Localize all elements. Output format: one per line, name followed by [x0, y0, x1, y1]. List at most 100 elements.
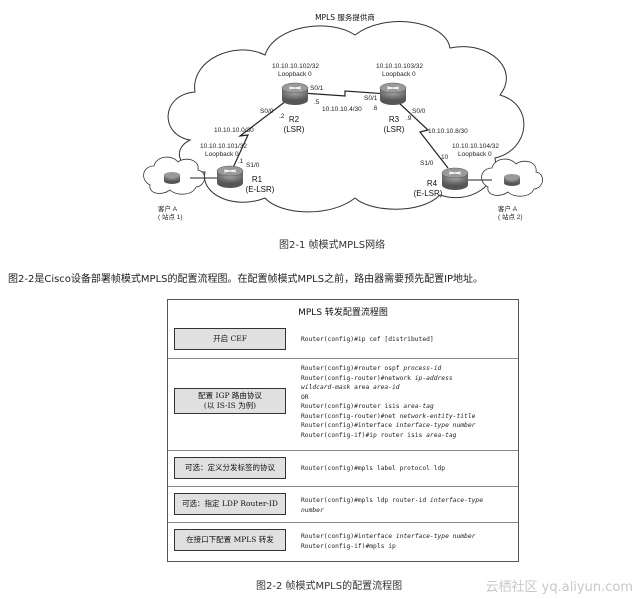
divider: [168, 522, 518, 523]
r4-role: (E-LSR): [414, 189, 443, 198]
r3-loopback-addr: 10.10.10.103/32: [376, 63, 423, 70]
command-param: number: [301, 506, 324, 514]
r2-role: (LSR): [284, 125, 305, 134]
link-r3-r4: [397, 101, 449, 169]
command-line: Router(config-router)#network ip-address: [301, 374, 475, 384]
r1-loopback-addr: 10.10.10.101/32: [200, 143, 247, 150]
command-text: Router(config-router)#: [301, 374, 385, 382]
r2-loopback-addr: 10.10.10.102/32: [272, 63, 319, 70]
mpls-network-diagram: MPLS 服务提供商: [143, 12, 543, 221]
link-r3-r4-net: 10.10.10.8/30: [428, 128, 468, 135]
step-label: 开启 CEF: [213, 334, 247, 343]
divider: [168, 486, 518, 487]
command-line: Router(config-if)#mpls ip: [301, 542, 475, 552]
customer-router-right[interactable]: [504, 174, 520, 186]
watermark: 云栖社区 yq.aliyun.com: [485, 580, 633, 595]
command-text: Router(config-if)#: [301, 542, 370, 550]
command-line: Router(config)#mpls label protocol ldp: [301, 464, 445, 474]
link-r1-r2: [231, 97, 291, 171]
command-param: wildcard-mask: [301, 384, 351, 391]
r2-loopback-if: Loopback 0: [278, 71, 312, 78]
r4-name: R4: [427, 179, 438, 188]
command-line: Router(config-router)#net network-entity…: [301, 412, 475, 422]
step-configure-igp: 配置 IGP 路由协议 (以 IS-IS 为例): [174, 388, 286, 414]
link-r1-r2-net: 10.10.10.0/30: [214, 127, 254, 134]
router-r3[interactable]: [379, 82, 407, 105]
r1-name: R1: [252, 175, 263, 184]
step-label: 可选：指定 LDP Router-ID: [182, 499, 278, 508]
r3-name: R3: [389, 115, 400, 124]
r2-name: R2: [289, 115, 300, 124]
command-param: interface-type: [429, 497, 483, 504]
step-enable-cef: 开启 CEF: [174, 328, 286, 350]
router-r4[interactable]: [441, 167, 469, 190]
mpls-config-flowchart: MPLS 转发配置流程图 开启 CEF Router(config)#ip ce…: [167, 299, 519, 562]
step-cmds: Router(config)#ip cef [distributed]: [301, 335, 434, 345]
command-param: interface-type number: [395, 422, 476, 429]
step-cmds: Router(config)#mpls ldp router-id interf…: [301, 496, 483, 515]
command-param: area-id: [373, 384, 400, 391]
r4-s1-0: S1/0: [420, 160, 434, 167]
customer-right-site: ( 站点 2): [498, 212, 523, 221]
cloud-title: MPLS 服务提供商: [315, 12, 375, 22]
command-text: area: [350, 384, 374, 391]
r1-loopback-if: Loopback 0: [205, 151, 239, 158]
link-r2-r3-net: 10.10.10.4/30: [322, 106, 362, 113]
r4-loopback-if: Loopback 0: [458, 151, 492, 158]
command-text: Router(config)#: [301, 403, 358, 410]
r4-host-10: 10: [441, 154, 449, 161]
command-line: Router(config-if)#ip router isis area-ta…: [301, 431, 475, 441]
command-param: process-id: [403, 365, 442, 372]
command-text: Router(config-if)#: [301, 431, 370, 439]
command-line: wildcard-mask area area-id: [301, 383, 475, 393]
command-text: OR: [301, 393, 309, 401]
step-label: 配置 IGP 路由协议 (以 IS-IS 为例): [198, 391, 262, 410]
command-line: Router(config)#mpls ldp router-id interf…: [301, 496, 483, 506]
r4-loopback-addr: 10.10.10.104/32: [452, 143, 499, 150]
command-text: mpls ip: [369, 542, 396, 550]
command-text: Router(config)#: [301, 497, 358, 504]
customer-left-site: ( 站点 1): [158, 212, 183, 221]
link-r2-r3: [301, 90, 389, 97]
r3-s0-0: S0/0: [412, 108, 426, 115]
command-line: number: [301, 506, 483, 516]
command-line: Router(config)#router isis area-tag: [301, 402, 475, 412]
r3-host-9: .9: [406, 115, 412, 122]
customer-router-left[interactable]: [164, 172, 180, 184]
command-text: Router(config)#: [301, 365, 358, 372]
step-label-protocol: 可选：定义分发标签的协议: [174, 457, 286, 479]
command-text: ip cef [distributed]: [357, 336, 434, 343]
figure2-caption: 图2-2 帧模式MPLS的配置流程图: [256, 581, 403, 592]
command-text: network: [384, 374, 415, 382]
router-r2[interactable]: [281, 82, 309, 105]
description-paragraph: 图2-2是Cisco设备部署帧模式MPLS的配置流程图。在配置帧模式MPLS之前…: [8, 274, 484, 285]
command-param: area-tag: [426, 431, 457, 439]
command-line: Router(config)#router ospf process-id: [301, 364, 475, 374]
command-param: interface-type number: [395, 533, 476, 540]
divider: [168, 358, 518, 359]
command-text: mpls label protocol ldp: [357, 465, 446, 472]
command-param: network-entity-title: [399, 412, 476, 420]
flow-title: MPLS 转发配置流程图: [298, 308, 388, 318]
step-cmds: Router(config)#mpls label protocol ldp: [301, 464, 445, 474]
router-r1[interactable]: [216, 165, 244, 188]
command-text: interface: [357, 422, 396, 429]
figure1-caption: 图2-1 帧模式MPLS网络: [279, 240, 386, 251]
command-line: Router(config)#ip cef [distributed]: [301, 335, 434, 345]
r1-s1-0: S1/0: [246, 162, 260, 169]
r3-loopback-if: Loopback 0: [382, 71, 416, 78]
command-text: ip router isis: [369, 431, 427, 439]
command-text: Router(config)#: [301, 533, 358, 540]
r3-host-6: .6: [372, 105, 378, 112]
customer-left-name: 客户 A: [158, 204, 178, 213]
command-line: Router(config)#interface interface-type …: [301, 532, 475, 542]
r1-host-1: .1: [238, 158, 244, 165]
r1-role: (E-LSR): [246, 185, 275, 194]
step-ldp-router-id: 可选：指定 LDP Router-ID: [174, 493, 286, 515]
command-text: mpls ldp router-id: [357, 497, 430, 504]
customer-right-name: 客户 A: [498, 204, 518, 213]
command-param: ip-address: [414, 374, 453, 382]
r2-s0-1: S0/1: [310, 85, 324, 92]
command-text: Router(config)#: [301, 336, 358, 343]
